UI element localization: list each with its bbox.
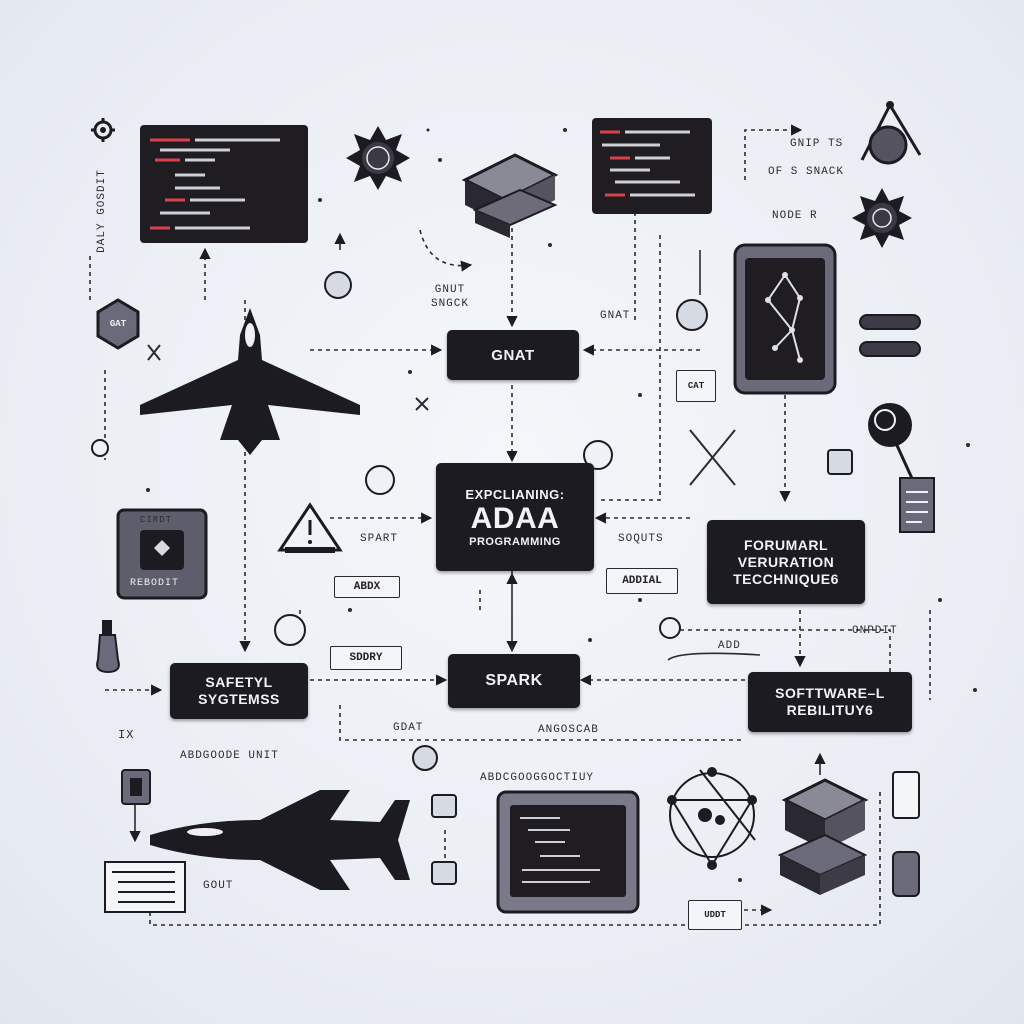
- node-gnat[interactable]: GNAT: [447, 330, 579, 380]
- gnat-label: GNAT: [491, 346, 535, 364]
- text-gnat-small: GNAT: [600, 310, 631, 322]
- tag-cat: CAT: [676, 370, 716, 402]
- node-center-ada[interactable]: EXPCLIANING: ADAA PROGRAMMING: [436, 463, 594, 571]
- node-formal-verification[interactable]: FORUMARL VERURATION TECCHNIQUE6: [707, 520, 865, 604]
- spark-label: SPARK: [485, 672, 543, 689]
- cube-icon: [777, 778, 869, 895]
- document-icon: [899, 477, 935, 533]
- gear-icon: [91, 118, 115, 142]
- safety-line1: SAFETYL: [205, 674, 273, 690]
- text-soquts: SOQUTS: [618, 533, 664, 545]
- text-spart: SPART: [360, 533, 399, 545]
- text-node-r: NODE R: [772, 210, 818, 222]
- software-line2: REBILITUY6: [786, 702, 874, 718]
- text-top-right-2: OF S SNACK: [768, 166, 845, 178]
- tag-gat: GAT: [109, 319, 127, 329]
- bulb-icon: [96, 620, 120, 674]
- text-ix: IX: [118, 728, 135, 742]
- text-abddc-unit: ABDGOODE UNIT: [180, 750, 279, 762]
- formal-line3: TECCHNIQUE6: [733, 570, 839, 587]
- node-software-reliability[interactable]: SOFTTWARE–L REBILITUY6: [748, 672, 912, 732]
- node-safety-systems[interactable]: SAFETYL SYGTEMSS: [170, 663, 308, 719]
- jet-icon: [140, 308, 360, 455]
- text-cirdt: CIRDT: [140, 515, 173, 525]
- solid-arrows: [129, 232, 826, 843]
- star-badge-icon: [852, 188, 912, 248]
- tag-abdx: ABDX: [334, 576, 400, 598]
- tag-uddt: UDDT: [688, 900, 742, 930]
- text-add: ADD: [718, 640, 741, 652]
- formal-line1: FORUMARL: [743, 536, 829, 553]
- decorative-crosses: [147, 344, 736, 486]
- tablet-icon: [733, 243, 837, 395]
- hexagon-icon: [96, 298, 140, 350]
- cube-stack-icon: [461, 153, 559, 238]
- text-vertical-left: DALY GOSDIT: [95, 169, 108, 253]
- text-abddc-long: ABDCGOOGGOCTIUY: [480, 772, 595, 784]
- node-circles: [91, 271, 853, 885]
- chip-icon: [121, 769, 151, 805]
- text-top-right-1: GNIP TS: [790, 138, 844, 150]
- node-spark[interactable]: SPARK: [448, 654, 580, 708]
- warning-icon: [277, 502, 343, 553]
- list-document-icon: [104, 861, 186, 913]
- text-gout: GOUT: [203, 880, 234, 892]
- jet-icon: [150, 790, 410, 890]
- safety-line2: SYGTEMSS: [198, 691, 280, 707]
- network-icon: [667, 767, 757, 870]
- center-line1: EXPCLIANING:: [465, 486, 565, 502]
- star-badge-icon: [346, 126, 410, 190]
- network-node-icon: [860, 101, 922, 165]
- code-window-top-right: [592, 118, 712, 214]
- chip-tile-icon: [116, 508, 208, 600]
- magnifier-icon: [868, 403, 917, 486]
- center-line3: PROGRAMMING: [469, 535, 561, 548]
- pill-tags: [859, 314, 921, 357]
- software-line1: SOFTTWARE–L: [775, 685, 885, 701]
- text-gnat-stack: GNUT SNGCK: [430, 284, 469, 310]
- text-rebodit: REBODIT: [130, 578, 180, 589]
- text-onpdit: ONPDIT: [852, 625, 898, 637]
- decorative-dots: [146, 128, 977, 882]
- code-window-top-left: [140, 125, 308, 243]
- formal-line2: VERURATION: [737, 553, 835, 570]
- tag-sddry: SDDRY: [330, 646, 402, 670]
- text-angoscab: ANGOSCAB: [538, 724, 599, 736]
- text-gdat: GDAT: [393, 722, 424, 734]
- monitor-icon: [496, 790, 640, 914]
- card-icon: [892, 771, 920, 897]
- center-line2: ADAA: [470, 501, 560, 535]
- tag-addial: ADDIAL: [606, 568, 678, 594]
